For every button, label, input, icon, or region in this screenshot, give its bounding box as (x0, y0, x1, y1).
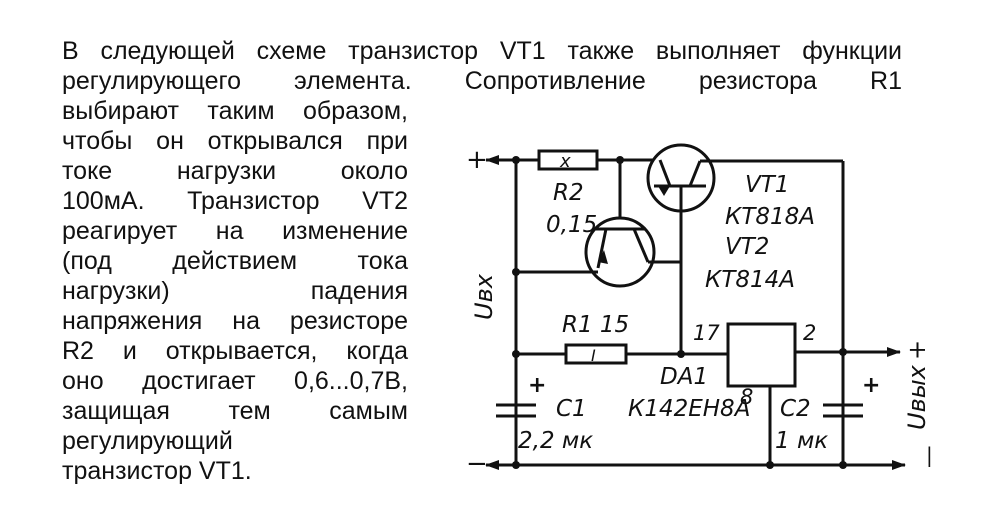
c1-plus: + (528, 373, 546, 398)
paragraph-line-1: В следующей схеме транзистор VT1 также в… (62, 37, 902, 65)
da1-type: К142ЕН8А (628, 396, 750, 422)
column-line: напряжения на резисторе (62, 307, 408, 335)
column-line: реагирует на изменение (62, 217, 408, 245)
input-voltage-label: Uвх (470, 273, 498, 320)
c2-value: 1 мк (775, 428, 828, 454)
c1-value: 2,2 мк (518, 428, 593, 454)
paragraph-line-2: регулирующего элемента. Сопротивление ре… (62, 67, 902, 95)
r1-resistor (564, 343, 628, 365)
output-plus-label: + (903, 340, 931, 360)
column-line: регулирующий (62, 427, 233, 455)
column-line: чтобы он открывался при (62, 127, 408, 155)
r2-mark: x (559, 151, 571, 172)
column-line: транзистор VT1. (62, 457, 252, 485)
column-line: защищая тем самым (62, 397, 408, 425)
r1-label: R1 15 (562, 312, 629, 338)
output-minus-label: | (926, 443, 933, 467)
pin-17: 17 (693, 321, 720, 345)
column-line: токе нагрузки около (62, 157, 408, 185)
r2-value: 0,15 (546, 212, 597, 238)
vt1-type: КТ818А (725, 204, 815, 230)
pin-2: 2 (803, 321, 816, 345)
vt2-name: VT2 (725, 234, 769, 260)
vt2-type: КТ814А (705, 267, 795, 293)
c2-plus: + (862, 373, 880, 398)
da1-regulator (726, 322, 797, 388)
vt1-name: VT1 (745, 172, 789, 198)
column-line: оно достигает 0,6...0,7В, (62, 367, 408, 395)
r1-mark: I (591, 346, 596, 365)
r2-name: R2 (553, 180, 584, 206)
pin-8: 8 (740, 385, 753, 409)
c1-name: C1 (556, 396, 587, 422)
input-minus-label: − (466, 449, 488, 479)
column-line: (под действием тока (62, 247, 408, 275)
c2-name: C2 (780, 396, 811, 422)
column-line: выбирают таким образом, (62, 97, 408, 125)
paragraph-column: выбирают таким образом, чтобы он открыва… (62, 96, 408, 486)
column-line: нагрузки) падения (62, 277, 408, 305)
column-line: R2 и открывается, когда (62, 337, 408, 365)
column-line: 100мА. Транзистор VT2 (62, 187, 408, 215)
output-voltage-label: Uвых (903, 364, 931, 430)
input-plus-label: + (466, 145, 488, 175)
da1-name: DA1 (660, 364, 708, 390)
